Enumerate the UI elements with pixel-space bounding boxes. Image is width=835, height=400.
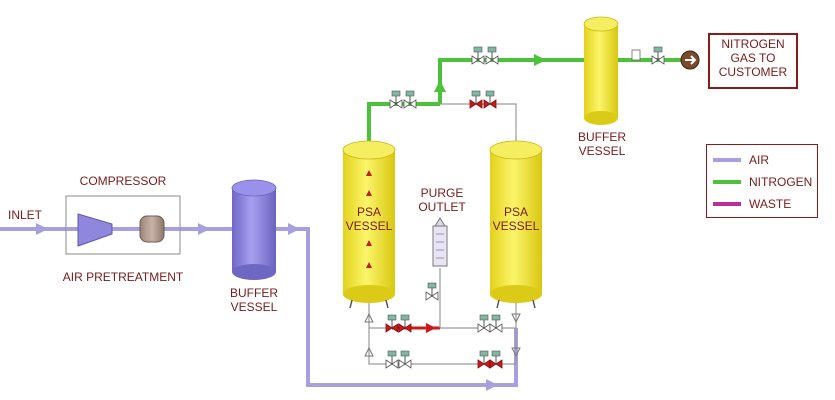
- valve-icon: [469, 90, 483, 109]
- buffer-vessel-1: [231, 179, 277, 280]
- label-line: OUTLET: [418, 200, 466, 214]
- valve-icon: [477, 350, 491, 369]
- purge-silencer: [432, 217, 448, 328]
- inlet-label: INLET: [8, 208, 43, 222]
- customer-callout: NITROGEN GAS TO CUSTOMER: [708, 33, 798, 89]
- label-line: NITROGEN: [721, 37, 785, 51]
- compressor-label: COMPRESSOR: [79, 174, 167, 188]
- gauge-icon: [631, 49, 641, 61]
- legend-swatch: [713, 158, 741, 162]
- legend: AIR NITROGEN WASTE: [706, 144, 818, 218]
- arrow-right-icon: [680, 50, 700, 70]
- label-line: VESSEL: [492, 219, 540, 233]
- label-line: VESSEL: [230, 300, 278, 314]
- label-line: CUSTOMER: [718, 65, 788, 79]
- label-line: VESSEL: [345, 219, 393, 233]
- top-link-line: [440, 103, 517, 143]
- valve-icon: [398, 350, 412, 369]
- legend-swatch: [713, 180, 741, 184]
- valve-icon: [385, 350, 399, 369]
- purge-outlet-label: PURGE OUTLET: [410, 186, 474, 214]
- compressor-icon: [77, 213, 113, 247]
- psa-vessel-left-label: PSA VESSEL: [339, 205, 399, 233]
- psa-vessel-left: [342, 140, 396, 309]
- label-line: VESSEL: [578, 144, 626, 158]
- label-line: PURGE: [420, 186, 464, 200]
- valve-icon: [477, 314, 491, 333]
- nitrogen-flow-arrows: [434, 54, 546, 92]
- label-line: BUFFER: [230, 286, 278, 300]
- psa-vessel-right-label: PSA VESSEL: [486, 205, 546, 233]
- legend-label: NITROGEN: [749, 175, 813, 189]
- legend-label: AIR: [749, 153, 770, 167]
- valve-icon: [425, 282, 439, 301]
- legend-swatch: [713, 202, 741, 206]
- psa-vessel-right: [489, 140, 543, 309]
- valve-icon: [483, 90, 497, 109]
- valve-icon: [489, 350, 503, 369]
- label-line: PSA: [503, 205, 528, 219]
- air-pretreatment-label: AIR PRETREATMENT: [62, 270, 184, 284]
- buffer-vessel-1-label: BUFFER VESSEL: [214, 286, 294, 314]
- air-flow-arrows: [36, 223, 498, 391]
- buffer-vessel-2-label: BUFFER VESSEL: [562, 130, 642, 158]
- buffer-vessel-2: [583, 16, 619, 125]
- filter-icon: [139, 215, 165, 243]
- label-line: BUFFER: [578, 130, 626, 144]
- legend-label: WASTE: [749, 197, 792, 211]
- valve-icon: [489, 314, 503, 333]
- label-line: GAS TO: [730, 51, 776, 65]
- label-line: PSA: [356, 205, 381, 219]
